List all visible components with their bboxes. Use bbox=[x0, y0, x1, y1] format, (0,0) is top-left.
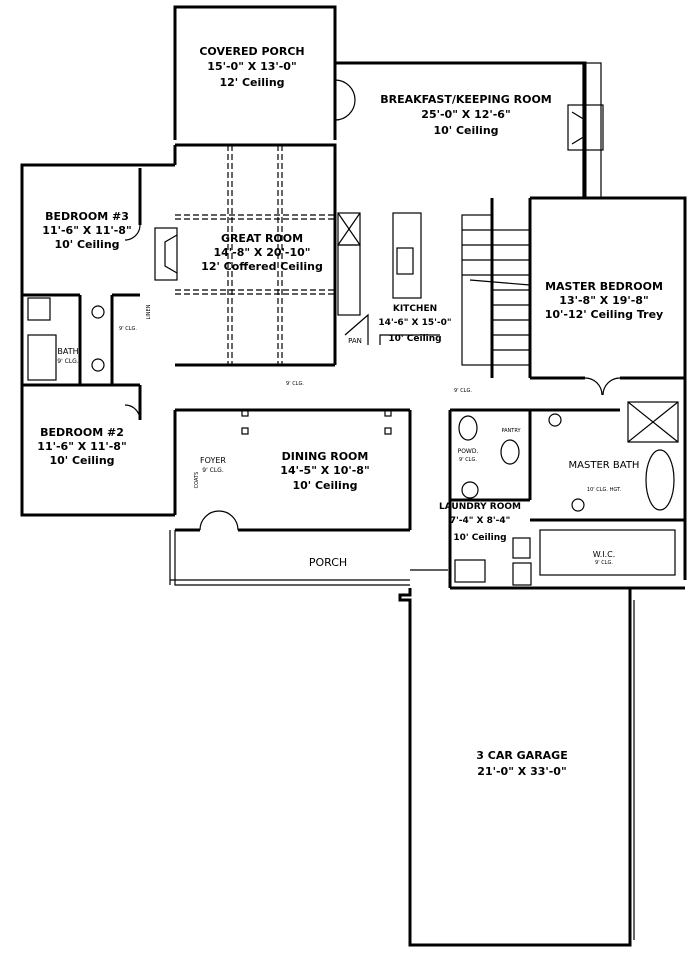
dining-marks bbox=[241, 409, 392, 435]
bath-fixtures bbox=[27, 297, 105, 381]
powder-label: POWD. bbox=[458, 448, 479, 455]
breakfast-ceiling: 10' Ceiling bbox=[433, 124, 498, 137]
wic-label: W.I.C. bbox=[593, 550, 616, 559]
bath-name: BATH bbox=[57, 347, 78, 356]
covered-porch-ceiling: 12' Ceiling bbox=[219, 76, 284, 89]
dining-ceiling: 10' Ceiling bbox=[292, 479, 357, 492]
kitchen-name: KITCHEN bbox=[393, 304, 437, 314]
breakfast-size: 25'-0" X 12'-6" bbox=[421, 108, 510, 121]
garage-name: 3 CAR GARAGE bbox=[476, 749, 567, 762]
great-room-ceiling: 12' Coffered Ceiling bbox=[201, 260, 323, 273]
fireplace-great-room bbox=[154, 227, 178, 281]
bedroom2-name: BEDROOM #2 bbox=[40, 426, 124, 439]
master-bath-name: MASTER BATH bbox=[569, 460, 640, 471]
laundry-size: 7'-4" X 8'-4" bbox=[450, 516, 511, 526]
breakfast-name: BREAKFAST/KEEPING ROOM bbox=[380, 93, 552, 106]
coffered-ceiling bbox=[175, 145, 335, 365]
ceiling-note-great: 9' CLG. bbox=[286, 381, 304, 387]
covered-porch-size: 15'-0" X 13'-0" bbox=[207, 60, 296, 73]
bedroom3-ceiling: 10' Ceiling bbox=[54, 238, 119, 251]
powder-ceiling: 9' CLG. bbox=[459, 457, 477, 463]
master-bedroom-size: 13'-8" X 19'-8" bbox=[559, 294, 648, 307]
linen-label: LINEN bbox=[146, 304, 152, 319]
porch-rails bbox=[169, 530, 448, 586]
powder-laundry-fixtures bbox=[454, 415, 532, 586]
covered-porch-name: COVERED PORCH bbox=[199, 45, 304, 58]
master-bedroom-ceiling: 10'-12' Ceiling Trey bbox=[545, 308, 663, 321]
ceiling-note-kitchen-hall: 9' CLG. bbox=[454, 388, 472, 394]
dining-size: 14'-5" X 10'-8" bbox=[280, 464, 369, 477]
bedroom3-size: 11'-6" X 11'-8" bbox=[42, 224, 131, 237]
master-bath-fixtures bbox=[539, 401, 679, 576]
fireplace-breakfast bbox=[567, 104, 604, 151]
doors bbox=[124, 79, 621, 531]
garage-size: 21'-0" X 33'-0" bbox=[477, 765, 566, 778]
pantry-label: PANTRY bbox=[501, 428, 521, 434]
bedroom2-size: 11'-6" X 11'-8" bbox=[37, 440, 126, 453]
bath-ceiling: 9' CLG. bbox=[57, 358, 79, 365]
stairs bbox=[461, 214, 531, 366]
walls bbox=[20, 5, 687, 947]
master-bath-ceiling: 10' CLG. HGT. bbox=[587, 487, 622, 493]
bedroom3-name: BEDROOM #3 bbox=[45, 210, 129, 223]
ceiling-note-hall: 9' CLG. bbox=[119, 326, 137, 332]
kitchen-fixtures bbox=[337, 212, 440, 345]
porch-label: PORCH bbox=[309, 556, 347, 569]
great-room-name: GREAT ROOM bbox=[221, 232, 303, 245]
bedroom2-ceiling: 10' Ceiling bbox=[49, 454, 114, 467]
dining-name: DINING ROOM bbox=[282, 450, 369, 463]
great-room-size: 14'-8" X 20'-10" bbox=[213, 246, 310, 259]
master-bedroom-name: MASTER BEDROOM bbox=[545, 280, 663, 293]
kitchen-size: 14'-6" X 15'-0" bbox=[378, 318, 451, 328]
foyer-label: FOYER bbox=[200, 456, 226, 465]
foyer-ceiling: 9' CLG. bbox=[202, 467, 224, 474]
pan-label: PAN bbox=[348, 337, 362, 345]
laundry-name: LAUNDRY ROOM bbox=[439, 502, 521, 512]
kitchen-ceiling: 10' Ceiling bbox=[388, 334, 441, 344]
wic-ceiling: 9' CLG. bbox=[595, 560, 613, 566]
coats-label: COATS bbox=[194, 472, 200, 489]
laundry-ceiling: 10' Ceiling bbox=[453, 533, 506, 543]
